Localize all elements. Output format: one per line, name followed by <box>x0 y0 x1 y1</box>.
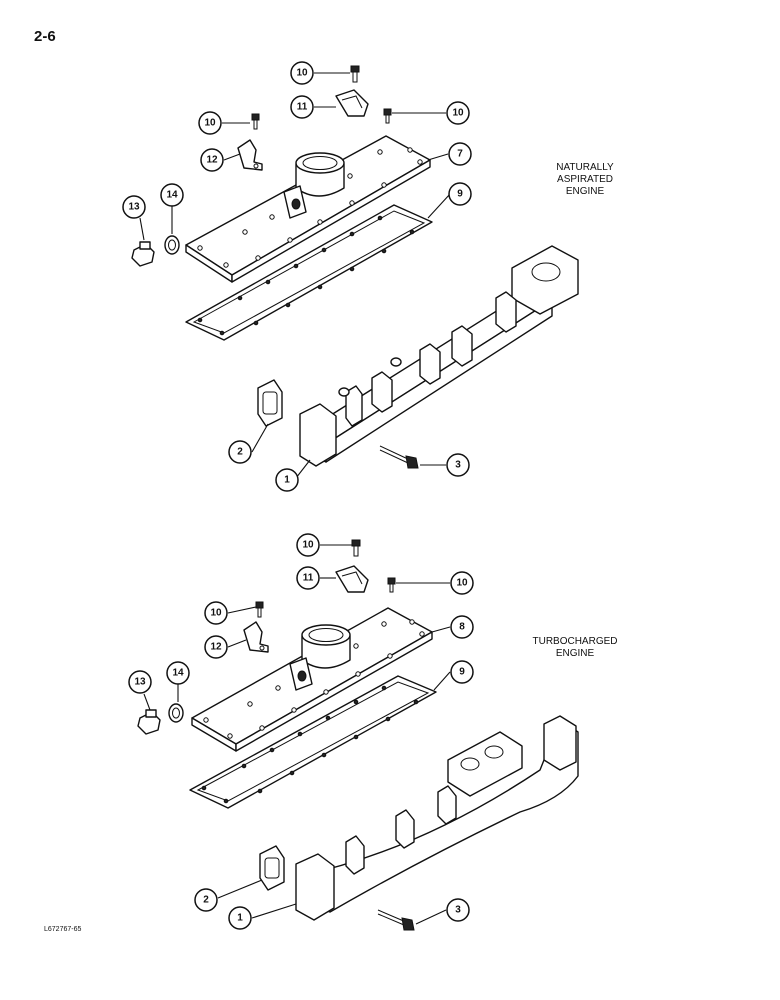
manifold-bolt <box>377 909 415 931</box>
naturally-aspirated-assembly: 10 11 10 10 12 7 13 14 9 2 1 3 <box>122 61 579 492</box>
intake-gasket <box>189 675 437 809</box>
intake-cover-plate <box>185 135 431 283</box>
svg-text:10: 10 <box>296 68 308 79</box>
svg-text:12: 12 <box>210 642 222 653</box>
svg-text:10: 10 <box>302 540 314 551</box>
cap-screw <box>251 113 260 130</box>
callout-12: 12 <box>204 635 228 659</box>
callout-10: 10 <box>198 111 222 135</box>
svg-text:3: 3 <box>455 905 461 916</box>
callout-10: 10 <box>450 571 474 595</box>
svg-text:13: 13 <box>134 677 146 688</box>
callout-1: 1 <box>228 906 252 930</box>
engine-label-line2: ENGINE <box>555 648 595 659</box>
callout-11: 11 <box>296 566 320 590</box>
leader-lines <box>143 544 451 925</box>
callout-3: 3 <box>446 453 470 477</box>
svg-text:9: 9 <box>459 667 465 678</box>
callout-13: 13 <box>128 670 152 694</box>
svg-text:1: 1 <box>284 475 290 486</box>
page-number: 2-6 <box>34 28 56 45</box>
drawing-reference-code: L672767-65 <box>44 926 82 933</box>
svg-text:9: 9 <box>457 189 463 200</box>
intake-gasket <box>185 204 433 341</box>
callout-10: 10 <box>204 601 228 625</box>
svg-text:11: 11 <box>297 102 308 113</box>
callout-10: 10 <box>296 533 320 557</box>
exhaust-port-gasket <box>257 379 283 427</box>
callout-14: 14 <box>160 183 184 207</box>
callout-14: 14 <box>166 661 190 685</box>
cap-screw <box>383 108 392 124</box>
manifold-bolt <box>379 445 419 469</box>
svg-text:2: 2 <box>237 447 243 458</box>
svg-text:10: 10 <box>210 608 222 619</box>
pipe-plug <box>137 709 161 735</box>
callout-12: 12 <box>200 148 224 172</box>
engine-label-line1: NATURALLY ASPIRATED <box>556 162 614 185</box>
callout-2: 2 <box>228 440 252 464</box>
callout-9: 9 <box>450 660 474 684</box>
clip-bracket <box>243 621 269 653</box>
callout-3: 3 <box>446 898 470 922</box>
cap-screw <box>351 539 361 557</box>
svg-text:7: 7 <box>457 149 463 160</box>
callout-8: 8 <box>450 615 474 639</box>
svg-text:10: 10 <box>456 578 468 589</box>
svg-text:8: 8 <box>459 622 465 633</box>
svg-text:1: 1 <box>237 913 243 924</box>
exhaust-manifold <box>299 245 579 467</box>
engine-label-line2: ENGINE <box>565 186 605 197</box>
callout-13: 13 <box>122 195 146 219</box>
turbocharged-engine-label: TURBOCHARGED ENGINE <box>520 636 630 660</box>
callout-10: 10 <box>290 61 314 85</box>
intake-cover-plate <box>191 607 433 752</box>
callout-11: 11 <box>290 95 314 119</box>
engine-label-line1: TURBOCHARGED <box>532 636 618 647</box>
callout-2: 2 <box>194 888 218 912</box>
svg-text:14: 14 <box>172 668 184 679</box>
svg-text:10: 10 <box>452 108 464 119</box>
svg-text:14: 14 <box>166 190 178 201</box>
svg-text:12: 12 <box>206 155 218 166</box>
naturally-aspirated-engine-label: NATURALLY ASPIRATED ENGINE <box>530 162 640 198</box>
svg-text:3: 3 <box>455 460 461 471</box>
lifting-bracket <box>335 565 369 593</box>
cap-screw <box>255 601 264 618</box>
exhaust-port-gasket <box>259 845 285 891</box>
leader-lines <box>139 72 451 479</box>
svg-text:13: 13 <box>128 202 140 213</box>
turbocharged-assembly: 10 11 10 10 12 8 13 14 9 2 1 3 <box>128 533 579 931</box>
sealing-washer <box>164 235 180 255</box>
lifting-bracket <box>335 89 369 117</box>
svg-text:10: 10 <box>204 118 216 129</box>
callout-1: 1 <box>275 468 299 492</box>
pipe-plug <box>131 241 155 267</box>
clip-bracket <box>237 139 263 171</box>
svg-text:2: 2 <box>203 895 209 906</box>
cap-screw <box>387 577 396 593</box>
callout-10: 10 <box>446 101 470 125</box>
cap-screw <box>350 65 360 83</box>
callout-9: 9 <box>448 182 472 206</box>
exhaust-manifold <box>295 715 579 921</box>
sealing-washer <box>168 703 184 723</box>
svg-text:11: 11 <box>303 573 314 584</box>
callout-7: 7 <box>448 142 472 166</box>
